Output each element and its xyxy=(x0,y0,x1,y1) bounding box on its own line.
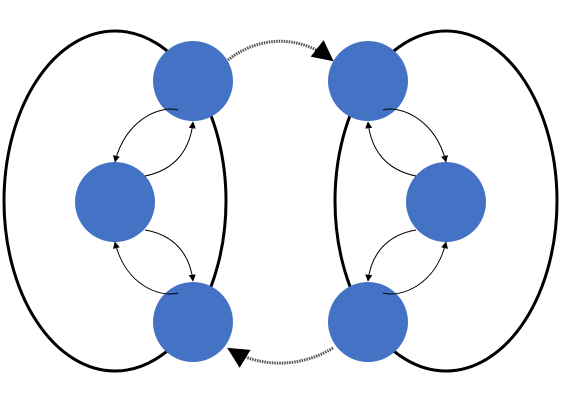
edge-R2-R3 xyxy=(365,229,417,282)
edge-R2-R1 xyxy=(365,121,417,177)
edge-L1-L2 xyxy=(113,108,179,163)
node-L1 xyxy=(153,41,233,121)
edge-R3-L3 xyxy=(227,346,334,368)
edge-L3-L2 xyxy=(113,241,179,295)
node-L2 xyxy=(75,162,155,242)
group-ellipse-left xyxy=(2,29,228,373)
edge-L1-R1 xyxy=(227,39,334,62)
edge-L2-L1 xyxy=(144,121,196,177)
group-ellipse-right xyxy=(333,29,559,373)
node-R1 xyxy=(328,41,408,121)
edge-L2-L3 xyxy=(144,229,196,282)
edge-R3-R2 xyxy=(382,241,448,295)
node-R3 xyxy=(328,282,408,362)
node-R2 xyxy=(406,162,486,242)
node-L3 xyxy=(153,282,233,362)
edge-R1-R2 xyxy=(382,108,448,163)
